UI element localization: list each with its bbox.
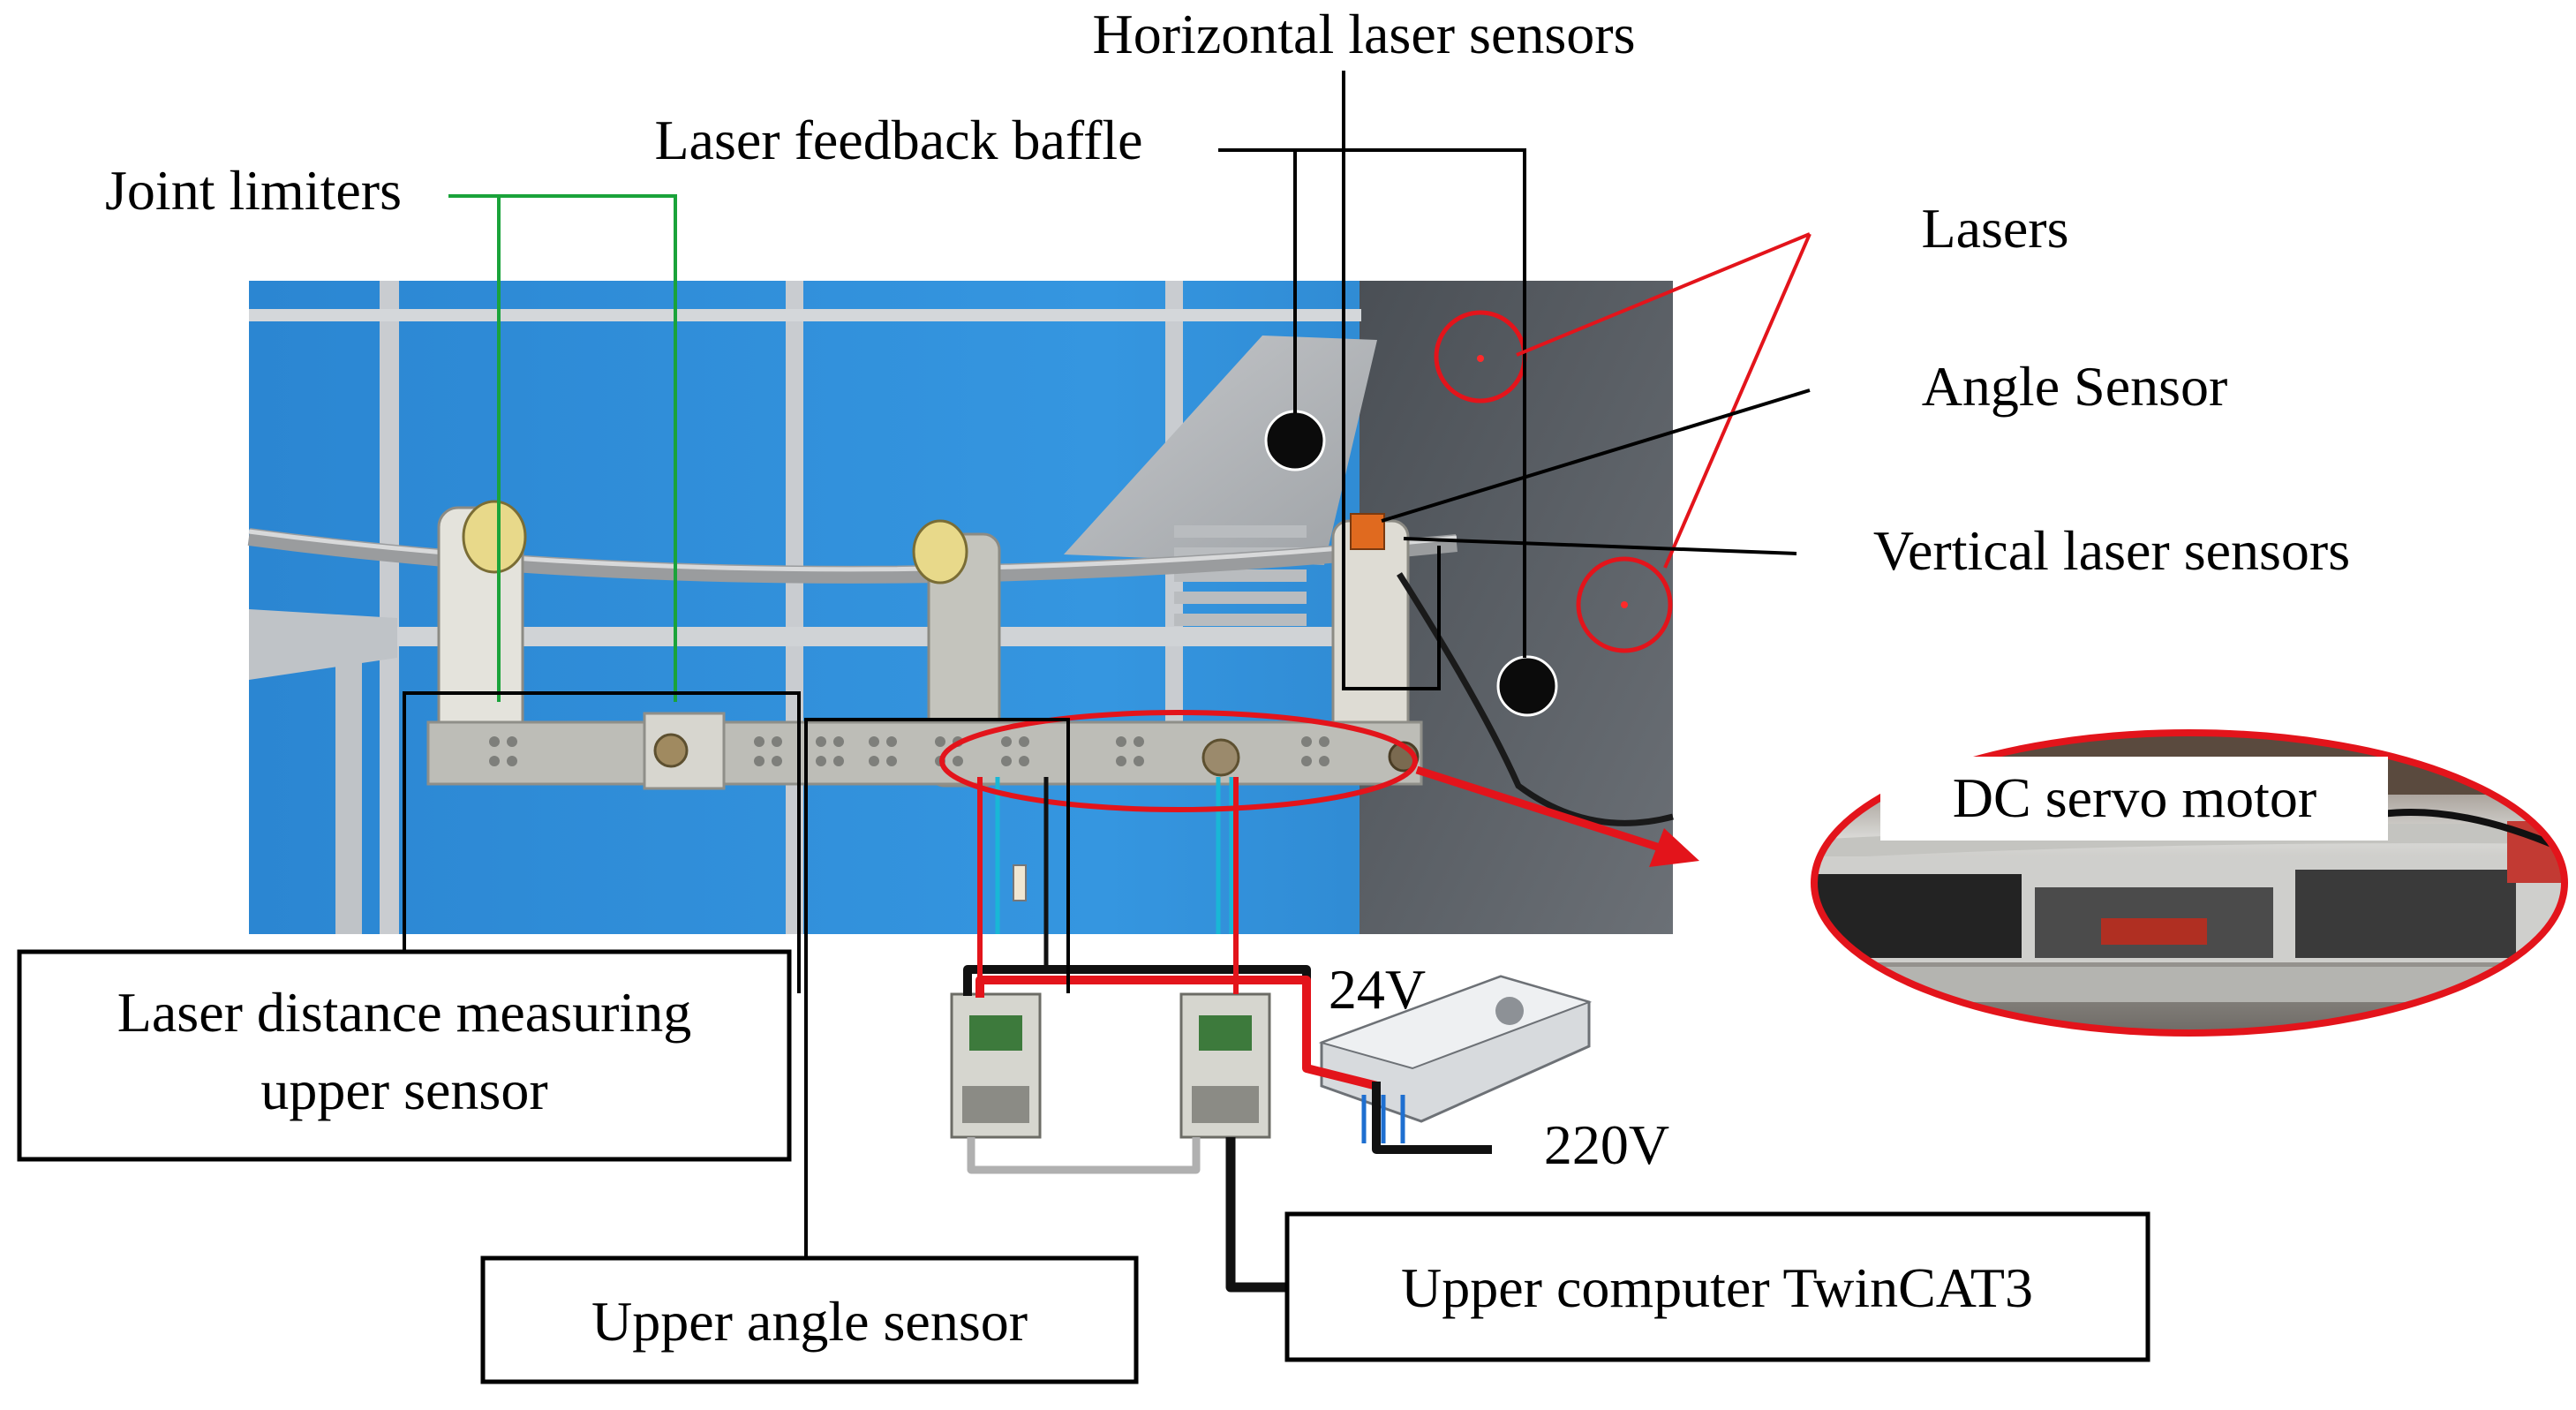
joint-limiters-leader [448, 194, 677, 702]
24v-label: 24V [1329, 958, 1426, 1021]
upper-angle-sensor-label: Upper angle sensor [591, 1290, 1028, 1353]
laser-feedback-baffle-leader [1218, 148, 1526, 658]
upper-computer-label: Upper computer TwinCAT3 [1401, 1256, 2033, 1319]
dc-servo-motor-label-box [1880, 757, 2388, 841]
upper-angle-sensor-leader [804, 718, 1070, 1258]
laser-distance-leader [403, 691, 801, 993]
zoom-arrow [1415, 765, 1699, 867]
lasers-label: Lasers [1921, 197, 2068, 260]
motor-highlight-ellipse [939, 710, 1418, 812]
220v-label: 220V [1544, 1113, 1669, 1176]
sensor-dot-icon [1264, 410, 1558, 717]
joint-limiters-label: Joint limiters [105, 159, 402, 222]
vertical-laser-sensors-leader [1403, 537, 1797, 555]
power-supply-icon [1318, 975, 1593, 1123]
lasers-leader [1516, 232, 1811, 569]
wiring [963, 777, 1492, 1293]
angle-sensor-leader [1381, 388, 1811, 523]
driver-board-icon [950, 992, 1271, 1139]
upper-computer-box [1284, 1211, 2150, 1362]
horizontal-laser-sensors-leader [1342, 71, 1441, 690]
vertical-laser-sensors-label: Vertical laser sensors [1873, 519, 2350, 582]
dc-servo-motor-label: DC servo motor [1953, 766, 2316, 829]
laser-distance-label-line2: upper sensor [260, 1059, 547, 1121]
laser-distance-box [17, 949, 792, 1162]
experiment-photo [247, 281, 1674, 934]
horizontal-laser-sensors-label: Horizontal laser sensors [1093, 3, 1636, 65]
baffle-plate [1064, 336, 1377, 565]
laser-distance-label-line1: Laser distance measuring [117, 981, 691, 1044]
angle-sensor-label: Angle Sensor [1922, 355, 2228, 418]
upper-angle-sensor-box [480, 1255, 1139, 1384]
laser-feedback-baffle-label: Laser feedback baffle [654, 109, 1142, 171]
